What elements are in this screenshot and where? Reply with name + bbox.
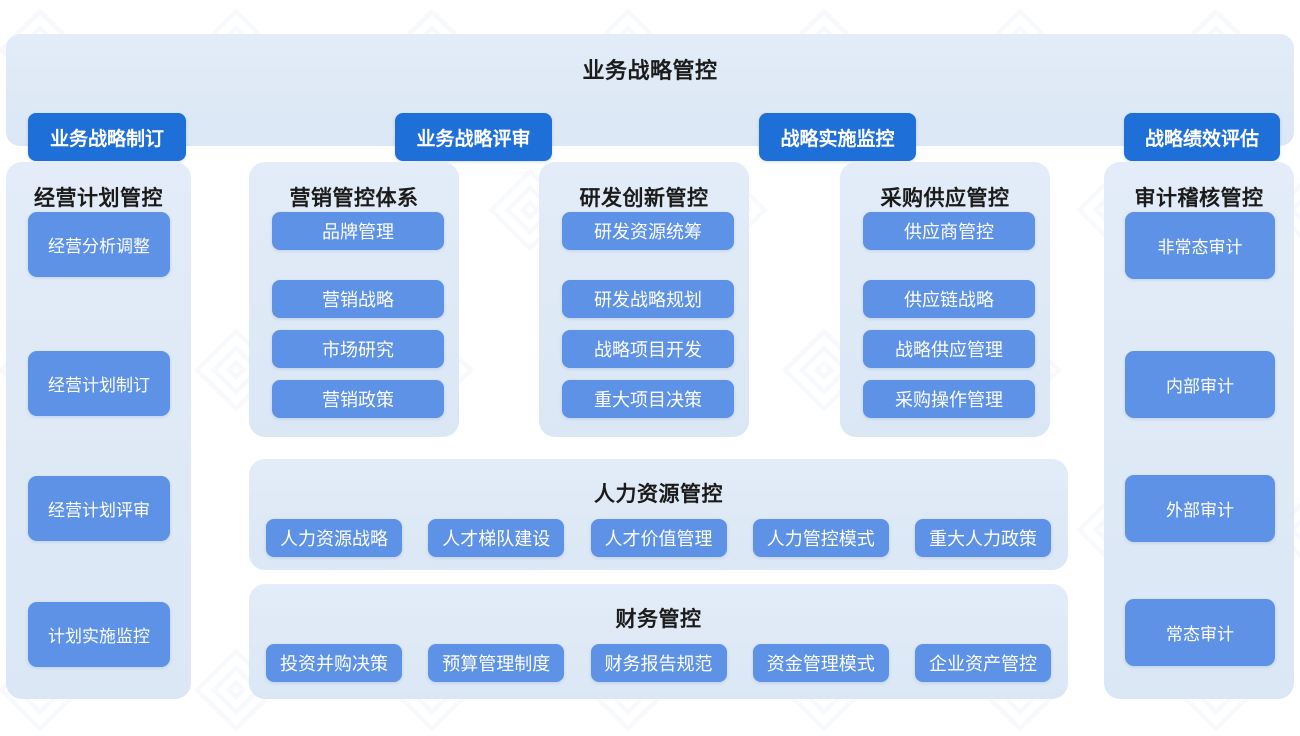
top-button-strategy-implementation-monitoring[interactable]: 战略实施监控: [759, 113, 916, 161]
top-button-strategy-performance-evaluation[interactable]: 战略绩效评估: [1124, 113, 1280, 161]
item-marketing-strategy[interactable]: 营销战略: [272, 280, 444, 318]
column-title-procurement-supply-control: 采购供应管控: [880, 187, 1010, 210]
item-major-project-decision[interactable]: 重大项目决策: [562, 380, 734, 418]
item-rd-strategy-planning[interactable]: 研发战略规划: [562, 280, 734, 318]
item-strategic-project-development[interactable]: 战略项目开发: [562, 330, 734, 368]
column-title-rd-innovation-control: 研发创新管控: [579, 187, 709, 210]
item-budget-management-system[interactable]: 预算管理制度: [428, 644, 565, 682]
item-market-research[interactable]: 市场研究: [272, 330, 444, 368]
column-title-marketing-control-system: 营销管控体系: [289, 187, 419, 210]
row-title-financial-control: 财务管控: [615, 608, 702, 631]
item-investment-ma-decision[interactable]: 投资并购决策: [266, 644, 402, 682]
column-title-operation-plan-control: 经营计划管控: [34, 187, 163, 210]
column-audit-inspection-control: 审计稽核管控 内部审计 外部审计 常态审计 非常态审计: [1104, 162, 1294, 699]
column-operation-plan-control: 经营计划管控 经营计划制订 经营计划评审 计划实施监控 经营分析调整: [6, 162, 191, 699]
item-operation-plan-review[interactable]: 经营计划评审: [28, 476, 170, 541]
business-strategy-bar: 业务战略管控 业务战略制订 业务战略评审 战略实施监控 战略绩效评估: [6, 34, 1294, 161]
item-financial-report-standard[interactable]: 财务报告规范: [590, 644, 727, 682]
item-strategic-supply-management[interactable]: 战略供应管理: [863, 330, 1035, 368]
item-procurement-operation-management[interactable]: 采购操作管理: [863, 380, 1035, 418]
item-plan-implementation-monitoring[interactable]: 计划实施监控: [28, 602, 170, 667]
item-operation-plan-formulation[interactable]: 经营计划制订: [28, 351, 170, 416]
row-title-human-resource-control: 人力资源管控: [594, 483, 723, 506]
item-major-hr-policy[interactable]: 重大人力政策: [915, 519, 1051, 557]
top-button-strategy-formulation[interactable]: 业务战略制订: [28, 113, 186, 161]
item-supplier-control[interactable]: 供应商管控: [863, 212, 1035, 250]
column-rd-innovation-control: 研发创新管控 研发战略规划 战略项目开发 重大项目决策 研发资源统筹: [539, 162, 749, 437]
column-marketing-control-system: 营销管控体系 营销战略 市场研究 营销政策 品牌管理: [249, 162, 459, 437]
item-marketing-policy[interactable]: 营销政策: [272, 380, 444, 418]
item-hr-control-model[interactable]: 人力管控模式: [752, 519, 889, 557]
top-button-strategy-review[interactable]: 业务战略评审: [395, 113, 552, 161]
item-enterprise-asset-control[interactable]: 企业资产管控: [915, 644, 1051, 682]
row-items-financial-control: 投资并购决策 预算管理制度 财务报告规范 资金管理模式 企业资产管控: [266, 644, 1051, 682]
item-operation-analysis-adjustment[interactable]: 经营分析调整: [28, 212, 170, 277]
column-title-audit-inspection-control: 审计稽核管控: [1134, 187, 1264, 210]
item-fund-management-model[interactable]: 资金管理模式: [752, 644, 889, 682]
item-external-audit[interactable]: 外部审计: [1125, 475, 1275, 542]
column-procurement-supply-control: 采购供应管控 供应链战略 战略供应管理 采购操作管理 供应商管控: [840, 162, 1050, 437]
item-routine-audit[interactable]: 常态审计: [1125, 599, 1275, 666]
item-talent-value-management[interactable]: 人才价值管理: [590, 519, 727, 557]
item-rd-resource-coordination[interactable]: 研发资源统筹: [562, 212, 734, 250]
row-financial-control: 财务管控 投资并购决策 预算管理制度 财务报告规范 资金管理模式 企业资产管控: [249, 584, 1068, 699]
business-strategy-title: 业务战略管控: [582, 58, 718, 83]
item-talent-pipeline-construction[interactable]: 人才梯队建设: [428, 519, 565, 557]
item-brand-management[interactable]: 品牌管理: [272, 212, 444, 250]
item-hr-strategy[interactable]: 人力资源战略: [266, 519, 402, 557]
item-supply-chain-strategy[interactable]: 供应链战略: [863, 280, 1035, 318]
item-internal-audit[interactable]: 内部审计: [1125, 351, 1275, 418]
row-human-resource-control: 人力资源管控 人力资源战略 人才梯队建设 人才价值管理 人力管控模式 重大人力政…: [249, 459, 1068, 570]
item-non-routine-audit[interactable]: 非常态审计: [1125, 212, 1275, 279]
row-items-human-resource-control: 人力资源战略 人才梯队建设 人才价值管理 人力管控模式 重大人力政策: [266, 519, 1051, 557]
